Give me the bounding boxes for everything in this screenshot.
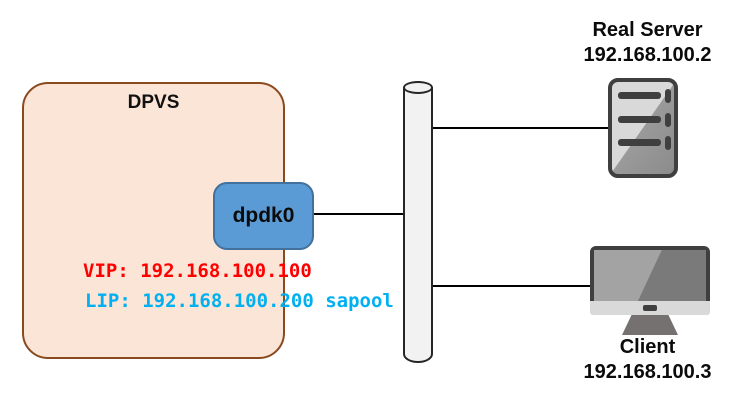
server-bay-slot-icon: [618, 116, 661, 123]
connector-bus-to-real-server: [432, 127, 608, 129]
network-bus-icon: [403, 87, 433, 363]
client-ip: 192.168.100.3: [583, 361, 712, 383]
monitor-button-icon: [643, 305, 657, 311]
real-server-name: Real Server: [592, 19, 703, 41]
lip-address-text: LIP: 192.168.100.200 sapool: [85, 290, 394, 312]
real-server-ip: 192.168.100.2: [583, 44, 712, 66]
monitor-chin-icon: [590, 301, 710, 315]
connector-dpdk0-to-bus: [311, 213, 403, 215]
monitor-screen-icon: [594, 250, 706, 301]
monitor-stand-icon: [622, 315, 678, 335]
vip-address-text: VIP: 192.168.100.100: [83, 260, 312, 282]
server-icon: [608, 78, 678, 178]
network-bus-top-icon: [403, 81, 433, 94]
monitor-icon: [590, 246, 710, 301]
server-vent-icon: [665, 136, 671, 150]
client-label: Client 192.168.100.3: [555, 335, 733, 385]
client-name: Client: [619, 336, 676, 358]
dpdk0-interface-box: dpdk0: [213, 182, 314, 250]
server-vent-icon: [665, 89, 671, 103]
server-vent-icon: [665, 113, 671, 127]
connector-bus-to-client: [432, 285, 591, 287]
server-bay-slot-icon: [618, 92, 661, 99]
dpvs-title: DPVS: [127, 92, 180, 113]
real-server-label: Real Server 192.168.100.2: [555, 18, 733, 68]
server-bay-slot-icon: [618, 139, 661, 146]
